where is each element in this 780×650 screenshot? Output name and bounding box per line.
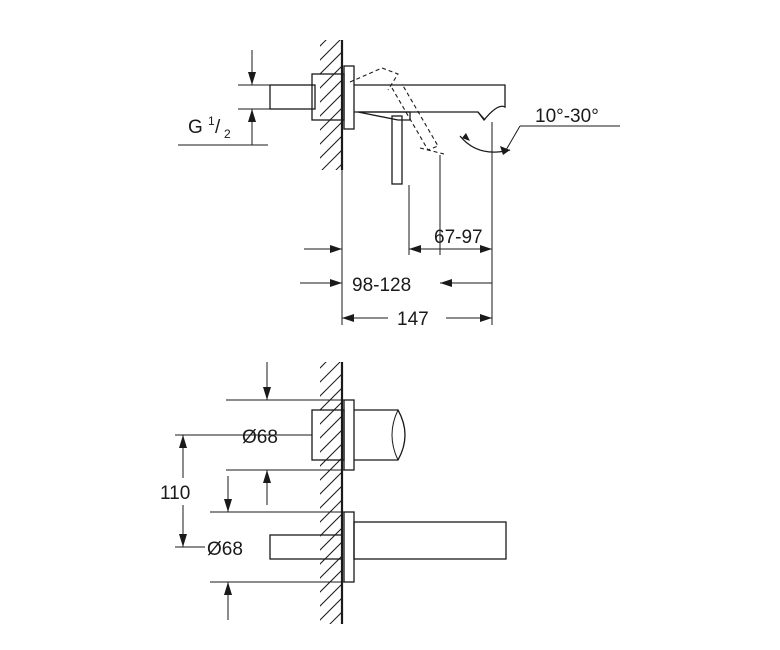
lever-handle [357, 111, 411, 185]
dim-diameter-upper [226, 362, 344, 505]
thread-label-main: G [188, 117, 203, 138]
mixer-handle-body [311, 399, 406, 471]
dim-total [342, 314, 492, 322]
thread-dimension [238, 50, 270, 145]
diameter-upper-label: Ø68 [242, 427, 278, 448]
thread-label-slash: / [215, 117, 221, 138]
dim-spout-adjust [409, 245, 492, 253]
spacing-label: 110 [160, 483, 190, 504]
dim-total-label: 147 [397, 309, 429, 330]
dim-diameter-lower [210, 476, 344, 620]
dim-projection [300, 245, 492, 287]
thread-label: G 1 / 2 [178, 114, 268, 146]
wall-section-top [320, 40, 344, 170]
spout [354, 84, 506, 122]
spout-plan [269, 511, 507, 583]
lever-alternate-position [349, 67, 445, 155]
thread-label-den: 2 [224, 127, 231, 141]
inlet-pipe [269, 73, 345, 121]
dim-projection-label: 98-128 [352, 275, 411, 296]
dim-spout-adjust-label: 67-97 [434, 227, 483, 248]
wall-section-bottom [320, 362, 344, 624]
plan-view: Ø68 Ø68 110 [160, 362, 507, 624]
diameter-lower-label: Ø68 [207, 539, 243, 560]
dim-spacing [175, 434, 312, 548]
escutcheon-plate [343, 65, 355, 130]
thread-label-num: 1 [208, 114, 215, 128]
angle-indicator [459, 125, 620, 155]
angle-label: 10°-30° [535, 106, 599, 127]
side-view: 10°-30° G 1 / 2 67-97 [178, 40, 620, 330]
